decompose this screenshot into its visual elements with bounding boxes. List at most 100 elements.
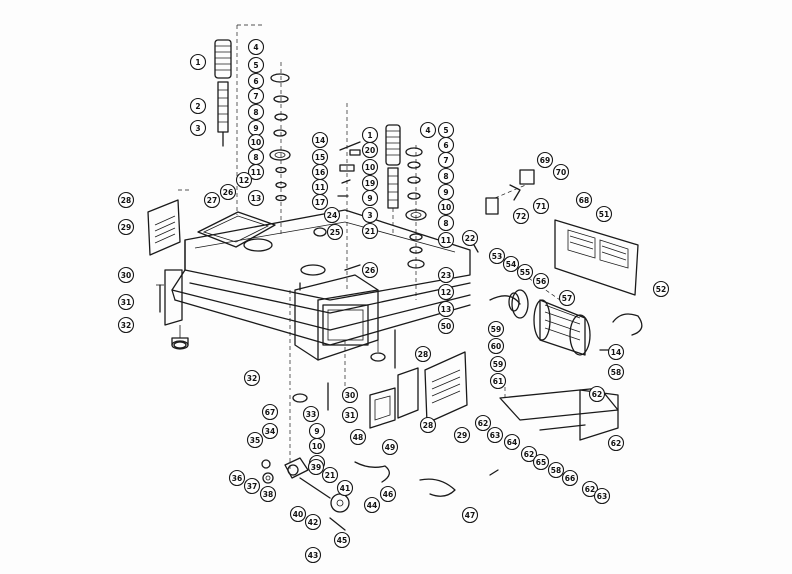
callout-number: 14: [315, 136, 325, 145]
callout-71: 71: [532, 197, 550, 215]
callout-layer: 1234567891081112131415161117120101993214…: [117, 38, 670, 564]
callout-46: 46: [379, 485, 397, 503]
callout-21: 21: [361, 222, 379, 240]
callout-number: 29: [457, 431, 467, 440]
callout-circle: [652, 280, 670, 298]
callout-circle: [308, 437, 326, 455]
callout-number: 65: [536, 458, 546, 467]
callout-circle: [219, 183, 237, 201]
callout-circle: [595, 205, 613, 223]
callout-53: 53: [488, 247, 506, 265]
callout-31: 31: [117, 293, 135, 311]
callout-circle: [243, 477, 261, 495]
callout-number: 22: [465, 234, 475, 243]
callout-number: 62: [478, 419, 488, 428]
callout-44: 44: [363, 496, 381, 514]
callout-number: 14: [611, 348, 621, 357]
callout-72: 72: [512, 207, 530, 225]
callout-number: 62: [524, 450, 534, 459]
callout-number: 23: [441, 271, 451, 280]
callout-4: 4: [247, 38, 265, 56]
callout-number: 49: [385, 443, 395, 452]
callout-number: 2: [195, 102, 200, 111]
callout-number: 52: [656, 285, 666, 294]
callout-circle: [247, 87, 265, 105]
callout-48: 48: [349, 428, 367, 446]
callout-number: 37: [247, 482, 257, 491]
callout-number: 21: [325, 471, 335, 480]
callout-63: 63: [486, 426, 504, 444]
callout-10: 10: [308, 437, 326, 455]
callout-3: 3: [361, 206, 379, 224]
callout-27: 27: [203, 191, 221, 209]
callout-number: 30: [345, 391, 355, 400]
callout-circle: [203, 191, 221, 209]
callout-28: 28: [414, 345, 432, 363]
callout-circle: [489, 355, 507, 373]
callout-circle: [243, 369, 261, 387]
callout-number: 48: [353, 433, 363, 442]
callout-circle: [437, 167, 455, 185]
callout-28: 28: [419, 416, 437, 434]
callout-number: 36: [232, 474, 242, 483]
motor-guard-panel: [554, 219, 639, 296]
callout-number: 10: [251, 138, 261, 147]
callout-68: 68: [575, 191, 593, 209]
callout-number: 3: [195, 124, 200, 133]
callout-circle: [520, 445, 538, 463]
callout-number: 30: [121, 271, 131, 280]
callout-9: 9: [437, 183, 455, 201]
callout-number: 68: [579, 196, 589, 205]
callout-58: 58: [607, 363, 625, 381]
callout-number: 4: [253, 43, 258, 52]
callout-circle: [336, 479, 354, 497]
callout-28: 28: [117, 191, 135, 209]
callout-62: 62: [588, 385, 606, 403]
callout-number: 19: [365, 179, 375, 188]
callout-47: 47: [461, 506, 479, 524]
callout-11: 11: [247, 163, 265, 181]
callout-circle: [474, 414, 492, 432]
callout-26: 26: [219, 183, 237, 201]
callout-circle: [575, 191, 593, 209]
callout-number: 8: [253, 153, 258, 162]
callout-number: 11: [441, 236, 451, 245]
callout-3: 3: [189, 119, 207, 137]
callout-66: 66: [561, 469, 579, 487]
callout-16: 16: [311, 163, 329, 181]
callout-49: 49: [381, 438, 399, 456]
callout-circle: [503, 433, 521, 451]
bottom-gear-assembly: [261, 395, 456, 531]
callout-6: 6: [247, 72, 265, 90]
callout-number: 54: [506, 260, 516, 269]
callout-number: 64: [507, 438, 517, 447]
callout-number: 45: [337, 536, 347, 545]
callout-56: 56: [532, 272, 550, 290]
callout-number: 11: [315, 183, 325, 192]
callout-62: 62: [581, 480, 599, 498]
callout-number: 63: [490, 431, 500, 440]
callout-circle: [558, 289, 576, 307]
callout-number: 11: [251, 168, 261, 177]
callout-number: 58: [611, 368, 621, 377]
left-spindle-assembly: [214, 24, 264, 215]
callout-circle: [437, 198, 455, 216]
callout-7: 7: [247, 87, 265, 105]
callout-number: 26: [365, 266, 375, 275]
callout-circle: [261, 422, 279, 440]
callout-circle: [289, 505, 307, 523]
callout-11: 11: [311, 178, 329, 196]
callout-circle: [561, 469, 579, 487]
callout-32: 32: [243, 369, 261, 387]
callout-number: 5: [443, 126, 448, 135]
callout-6: 6: [437, 136, 455, 154]
callout-number: 63: [597, 492, 607, 501]
callout-circle: [532, 453, 550, 471]
callout-number: 61: [493, 377, 503, 386]
right-washer-stack: [405, 145, 427, 300]
callout-number: 12: [239, 176, 249, 185]
callout-number: 59: [491, 325, 501, 334]
callout-circle: [311, 131, 329, 149]
